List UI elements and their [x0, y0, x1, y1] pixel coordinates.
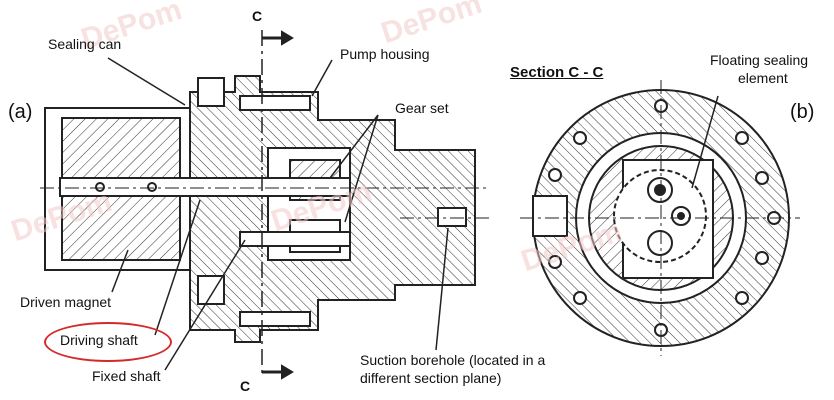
- ring-gear: [613, 169, 707, 263]
- cut-label-bottom: C: [240, 378, 251, 394]
- cut-label-top: C: [252, 8, 263, 24]
- top-flange-hole: [239, 95, 311, 111]
- label-driving-shaft: Driving shaft: [60, 332, 138, 348]
- shaft-pin-1: [95, 182, 105, 192]
- fixed-shaft-body: [239, 231, 351, 247]
- driving-shaft-body: [59, 177, 351, 197]
- suction-borehole: [437, 207, 467, 227]
- label-driven-magnet: Driven magnet: [20, 294, 112, 310]
- label-suction-borehole-1: Suction borehole (located in a: [360, 352, 546, 368]
- shaft-bore: [647, 230, 673, 256]
- leader-lines-a: [107, 57, 449, 371]
- label-floating-1: Floating sealing: [710, 52, 809, 68]
- label-floating-2: element: [738, 70, 788, 86]
- label-suction-borehole-2: different section plane): [360, 370, 502, 386]
- shaft-pin-2: [147, 182, 157, 192]
- section-view-b: [520, 80, 800, 356]
- part-label-a: (a): [8, 101, 33, 123]
- part-label-b: (b): [790, 101, 815, 123]
- section-view-a: [40, 30, 490, 380]
- side-port: [532, 195, 568, 237]
- driving-shaft-highlight: [44, 322, 172, 362]
- floating-leader: [691, 95, 719, 189]
- section-title: Section C - C: [510, 64, 604, 81]
- label-pump-housing: Pump housing: [340, 46, 430, 62]
- bottom-flange-hole: [239, 311, 311, 327]
- label-sealing-can: Sealing can: [48, 36, 122, 52]
- top-bolt: [197, 77, 225, 107]
- label-gear-set: Gear set: [395, 100, 449, 116]
- label-fixed-shaft: Fixed shaft: [92, 368, 161, 384]
